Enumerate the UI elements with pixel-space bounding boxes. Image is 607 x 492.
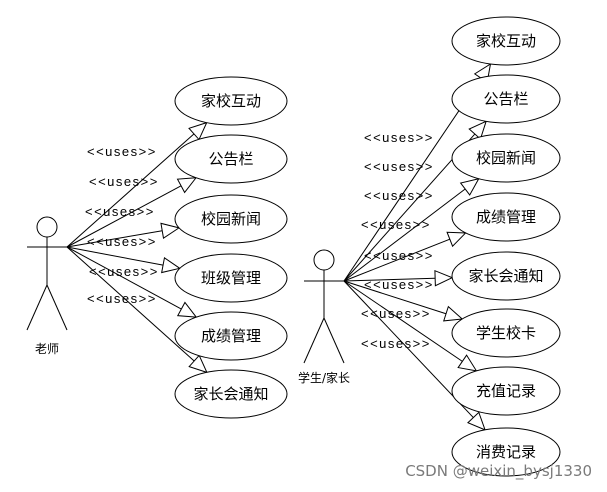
use-case-label-student-parent: 成绩管理 bbox=[476, 208, 536, 226]
use-case-ellipse-teacher bbox=[174, 76, 288, 126]
uses-label: <<uses>> bbox=[87, 291, 157, 306]
open-arrowhead bbox=[188, 354, 208, 374]
use-case-ellipse-student-parent bbox=[451, 366, 561, 416]
open-arrowhead bbox=[188, 121, 208, 141]
use-case-ellipse-teacher bbox=[174, 369, 288, 419]
uses-label: <<uses>> bbox=[87, 144, 157, 159]
association-line-student-parent bbox=[343, 277, 436, 282]
use-case-label-teacher: 家长会通知 bbox=[193, 385, 268, 403]
use-case-label-teacher: 班级管理 bbox=[201, 269, 261, 287]
open-arrowhead bbox=[176, 301, 198, 318]
open-arrowhead bbox=[176, 177, 198, 194]
uses-label: <<uses>> bbox=[364, 130, 434, 145]
uses-label: <<uses>> bbox=[89, 264, 159, 279]
open-arrowhead bbox=[459, 177, 480, 196]
open-arrowhead bbox=[468, 120, 487, 140]
association-line-teacher bbox=[66, 133, 195, 248]
use-case-label-teacher: 成绩管理 bbox=[201, 327, 261, 345]
use-case-ellipse-student-parent bbox=[451, 427, 561, 477]
use-case-label-teacher: 家校互动 bbox=[201, 92, 261, 110]
uses-labels: <<uses>> <<uses>> <<uses>> <<uses>> <<uses>>… bbox=[85, 130, 434, 351]
actor-student-parent bbox=[303, 249, 345, 364]
use-case-label-student-parent: 家长会通知 bbox=[468, 267, 543, 285]
uses-label: <<uses>> bbox=[364, 277, 434, 292]
association-line-student-parent bbox=[343, 238, 451, 282]
actor-student-parent-head bbox=[313, 249, 335, 271]
association-line-student-parent bbox=[343, 77, 482, 282]
watermark: CSDN @weixin_bysj1330 bbox=[405, 462, 592, 481]
use-case-label-student-parent: 学生校卡 bbox=[476, 324, 536, 342]
association-line-student-parent bbox=[343, 280, 463, 362]
uses-label: <<uses>> bbox=[361, 217, 431, 232]
actor-teacher-label: 老师 bbox=[35, 342, 59, 356]
use-case-label-teacher: 公告栏 bbox=[208, 150, 253, 168]
use-case-label-student-parent: 消费记录 bbox=[476, 443, 536, 461]
uses-label: <<uses>> bbox=[85, 204, 155, 219]
association-line-teacher bbox=[66, 230, 163, 248]
association-line-student-parent bbox=[343, 280, 474, 418]
use-case-label-teacher: 校园新闻 bbox=[201, 210, 261, 228]
actor-teacher-left-leg bbox=[26, 284, 48, 331]
use-case-ellipse-student-parent bbox=[451, 74, 561, 124]
use-case-ellipse-student-parent bbox=[451, 251, 561, 301]
uses-label: <<uses>> bbox=[364, 248, 434, 263]
association-line-teacher bbox=[66, 246, 182, 310]
actor-teacher-right-leg bbox=[46, 284, 68, 331]
use-case-label-student-parent: 公告栏 bbox=[483, 90, 528, 108]
association-line-student-parent bbox=[343, 188, 466, 282]
use-case-label-student-parent: 家校互动 bbox=[476, 32, 536, 50]
association-line-teacher bbox=[66, 246, 164, 266]
association-line-teacher bbox=[66, 185, 182, 248]
uses-label: <<uses>> bbox=[361, 336, 431, 351]
use-case-ellipse-student-parent bbox=[451, 16, 561, 66]
uses-label: <<uses>> bbox=[364, 188, 434, 203]
open-arrowhead bbox=[446, 231, 467, 248]
use-case-ellipse-teacher bbox=[174, 253, 288, 303]
association-line-student-parent bbox=[343, 280, 447, 315]
use-cases: 家校互动公告栏校园新闻班级管理成绩管理家长会通知家校互动公告栏校园新闻成绩管理家… bbox=[174, 16, 561, 477]
open-arrowhead bbox=[457, 354, 478, 372]
use-case-ellipse-student-parent bbox=[451, 308, 561, 358]
uses-label: <<uses>> bbox=[89, 174, 159, 189]
use-case-ellipse-student-parent bbox=[451, 133, 561, 183]
use-case-label-student-parent: 校园新闻 bbox=[476, 149, 536, 167]
open-arrowhead bbox=[161, 256, 181, 274]
actor-student-parent-left-leg bbox=[303, 317, 325, 364]
use-case-ellipse-student-parent bbox=[451, 192, 561, 242]
actor-student-parent-label: 学生/家长 bbox=[298, 370, 350, 385]
actor-teacher-head bbox=[36, 216, 58, 238]
actor-teacher bbox=[26, 216, 68, 331]
open-arrowhead bbox=[467, 411, 486, 431]
use-case-ellipse-teacher bbox=[174, 134, 288, 184]
open-arrowhead bbox=[160, 222, 181, 239]
open-arrowhead bbox=[443, 305, 464, 322]
actor-student-parent-right-leg bbox=[323, 317, 345, 364]
use-case-ellipse-teacher bbox=[174, 194, 288, 244]
uses-label: <<uses>> bbox=[364, 159, 434, 174]
use-case-ellipse-teacher bbox=[174, 311, 288, 361]
use-case-label-student-parent: 充值记录 bbox=[476, 382, 536, 400]
open-arrowhead bbox=[434, 269, 454, 287]
association-line-teacher bbox=[66, 246, 195, 362]
uses-label: <<uses>> bbox=[361, 306, 431, 321]
uses-label: <<uses>> bbox=[87, 234, 157, 249]
